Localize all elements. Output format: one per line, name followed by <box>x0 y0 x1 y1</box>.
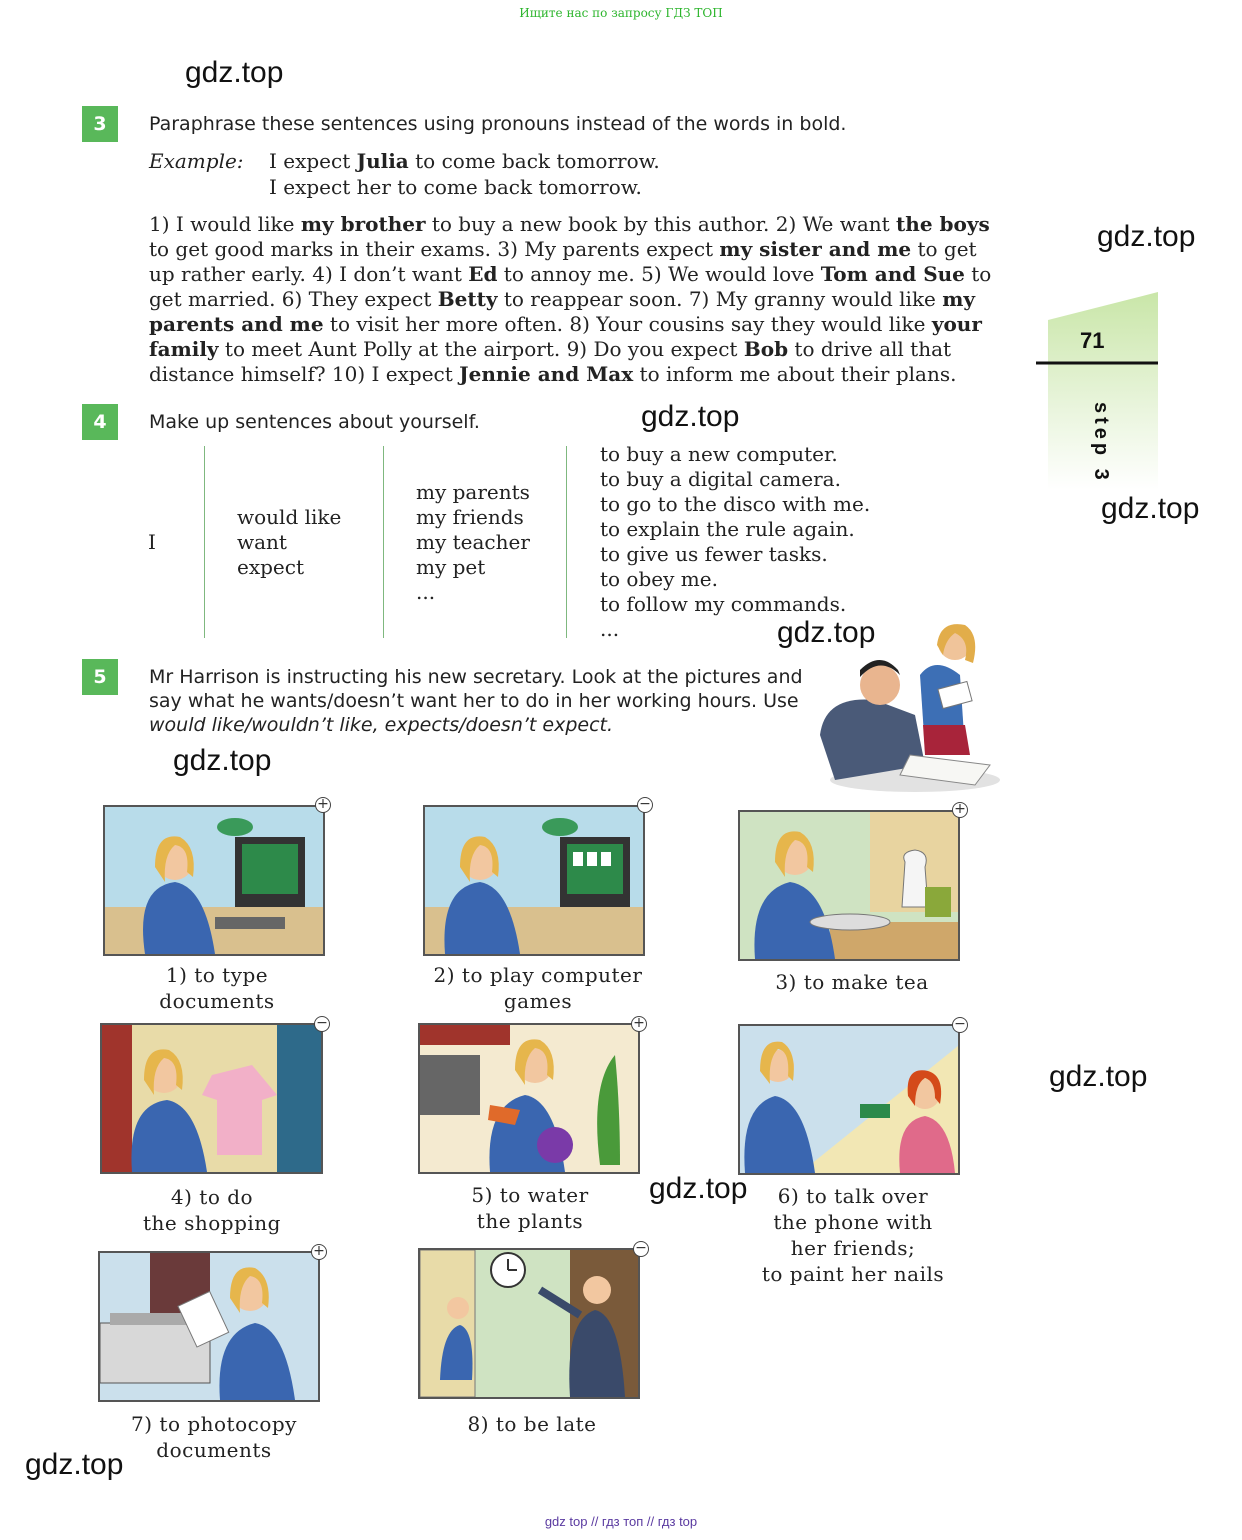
picture-8-being-late <box>418 1248 640 1399</box>
example-label: Example: <box>149 149 244 173</box>
verb-option: would like <box>237 505 342 529</box>
plus-sign: + <box>631 1016 647 1032</box>
sentence-line: to get good marks in their exams. 3) My … <box>149 237 977 261</box>
picture-6-phone-nails <box>738 1024 960 1175</box>
object-option: my friends <box>416 505 524 529</box>
object-option: my parents <box>416 480 530 504</box>
watermark: gdz.top <box>777 616 876 649</box>
picture-7-photocopying <box>98 1251 320 1402</box>
exercise-5-instruction-line-3: would like/wouldn’t like, expects/doesn’… <box>149 714 614 736</box>
picture-4-shopping <box>100 1023 323 1174</box>
infinitive-option: to explain the rule again. <box>600 517 855 541</box>
exercise-4-badge: 4 <box>82 404 118 440</box>
boss-secretary-illustration <box>820 624 1000 792</box>
plus-sign: + <box>311 1244 327 1260</box>
example-line-2: I expect her to come back tomorrow. <box>269 175 642 199</box>
infinitive-option: to buy a new computer. <box>600 442 838 466</box>
page-tab <box>1036 292 1158 490</box>
plus-sign: + <box>315 797 331 813</box>
exercise-5-badge: 5 <box>82 659 118 695</box>
verb-option: want <box>237 530 287 554</box>
watermark: gdz.top <box>185 56 284 89</box>
exercise-4-instruction: Make up sentences about yourself. <box>149 411 480 433</box>
picture-3-making-tea <box>738 810 960 961</box>
exercise-3-badge: 3 <box>82 106 118 142</box>
watermark: gdz.top <box>641 400 740 433</box>
object-option: my teacher <box>416 530 530 554</box>
picture-1-typing <box>103 805 325 956</box>
exercise-3-sentences: 1) I would like my brother to buy a new … <box>149 212 999 387</box>
sentence-line: get married. 6) They expect Betty to rea… <box>149 287 976 311</box>
exercise-3-instruction: Paraphrase these sentences using pronoun… <box>149 113 847 135</box>
minus-sign: − <box>633 1241 649 1257</box>
infinitive-option: to give us fewer tasks. <box>600 542 828 566</box>
sentence-line: family to meet Aunt Polly at the airport… <box>149 337 952 361</box>
top-banner: Ищите нас по запросу ГДЗ ТОП <box>519 6 723 20</box>
example-line-1: I expect Julia to come back tomorrow. <box>269 149 660 173</box>
table-divider <box>383 446 384 638</box>
infinitive-option: to buy a digital camera. <box>600 467 841 491</box>
sentence-line: up rather early. 4) I don’t want Ed to a… <box>149 262 992 286</box>
picture-2-computer-games <box>423 805 645 956</box>
picture-5-watering-plants <box>418 1023 640 1174</box>
table-divider <box>566 446 567 638</box>
object-option: ... <box>416 580 436 604</box>
footer-links: gdz top // гдз топ // гдз top <box>544 1514 698 1529</box>
sentence-line: 1) I would like my brother to buy a new … <box>149 212 990 236</box>
caption-3: 3) to make tea <box>775 970 929 994</box>
watermark: gdz.top <box>1049 1060 1148 1093</box>
infinitive-option: to go to the disco with me. <box>600 492 871 516</box>
watermark: gdz.top <box>173 744 272 777</box>
caption-8: 8) to be late <box>467 1412 597 1436</box>
sentence-line: distance himself? 10) I expect Jennie an… <box>149 362 957 386</box>
minus-sign: − <box>952 1017 968 1033</box>
verb-option: expect <box>237 555 304 579</box>
subject-cell: I <box>148 530 156 554</box>
page-number: 71 <box>1080 328 1105 353</box>
object-option: my pet <box>416 555 486 579</box>
exercise-5-instruction-line-2: say what he wants/doesn’t want her to do… <box>149 690 799 712</box>
minus-sign: − <box>637 797 653 813</box>
side-label: step 3 <box>1090 402 1112 484</box>
watermark: gdz.top <box>1101 492 1200 525</box>
infinitive-option: ... <box>600 617 620 641</box>
minus-sign: − <box>314 1016 330 1032</box>
plus-sign: + <box>952 802 968 818</box>
watermark: gdz.top <box>1097 220 1196 253</box>
exercise-5-instruction-line-1: Mr Harrison is instructing his new secre… <box>149 666 803 688</box>
watermark: gdz.top <box>25 1448 124 1481</box>
infinitives-column: to buy a new computer.to buy a digital c… <box>600 442 870 642</box>
watermark: gdz.top <box>649 1172 748 1205</box>
table-divider <box>204 446 205 638</box>
infinitive-option: to obey me. <box>600 567 718 591</box>
sentence-line: parents and me to visit her more often. … <box>149 312 982 336</box>
infinitive-option: to follow my commands. <box>600 592 847 616</box>
